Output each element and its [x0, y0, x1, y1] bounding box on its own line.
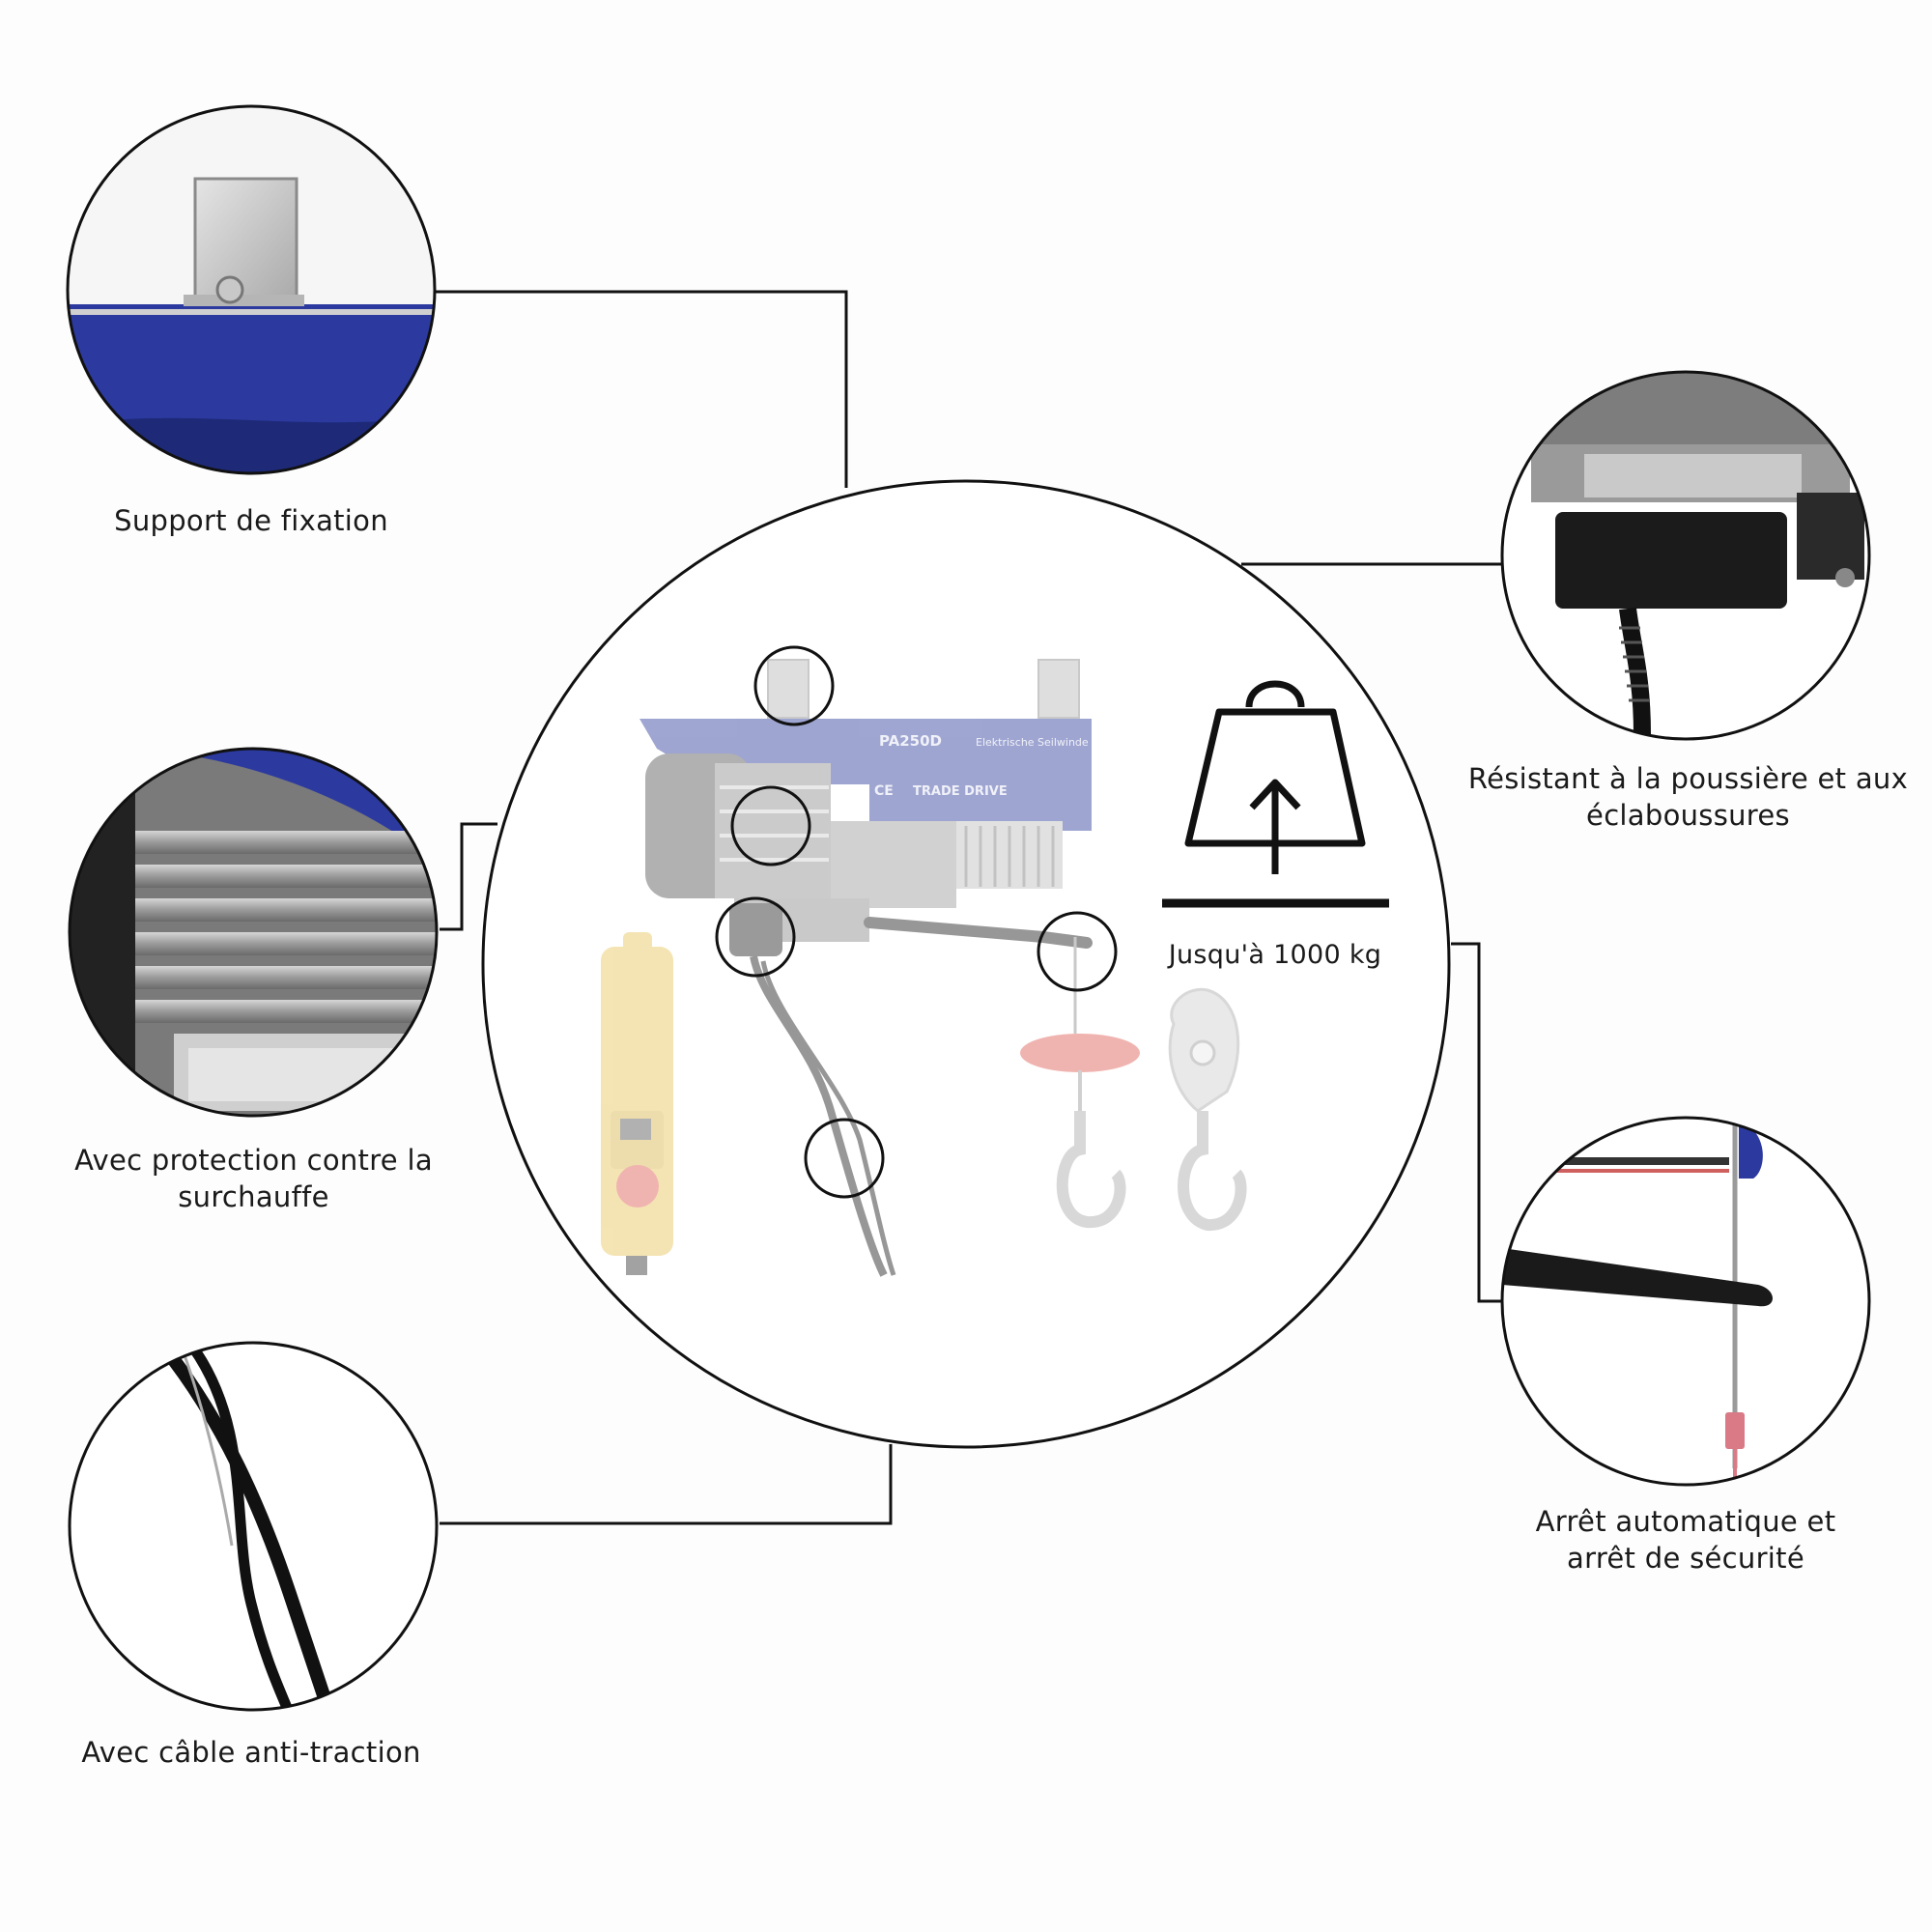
- label-mounting-text: Support de fixation: [114, 504, 388, 537]
- feature-dust-circle: [1500, 370, 1871, 741]
- label-cable: Avec câble anti-traction: [48, 1734, 454, 1771]
- main-circle: [481, 479, 1451, 1449]
- connector-overheat: [440, 822, 497, 931]
- feature-overheat-image: [70, 749, 437, 1116]
- highlight-markers: [715, 645, 1118, 1199]
- hoist-product-image: [601, 659, 1247, 1277]
- label-mounting: Support de fixation: [58, 502, 444, 539]
- feature-stop-circle: [1500, 1116, 1871, 1487]
- label-dust: Résistant à la poussière et aux éclabous…: [1449, 760, 1927, 834]
- feature-cable-image: [70, 1343, 437, 1710]
- connector-mounting: [435, 290, 848, 488]
- model-text: PA250D: [879, 732, 942, 750]
- connector-cable: [440, 1444, 893, 1525]
- feature-cable-circle: [68, 1341, 439, 1712]
- plate-title-text: Elektrische Seilwinde: [976, 736, 1089, 749]
- marker-overheat: [730, 785, 811, 867]
- feature-mounting-circle: [66, 104, 437, 475]
- connector-lines: [435, 290, 1503, 1525]
- marker-stop: [1037, 911, 1118, 992]
- feature-overheat-circle: [68, 747, 439, 1118]
- label-stop-line1: Arrêt automatique et: [1535, 1505, 1836, 1538]
- ce-mark-text: CE: [874, 783, 894, 799]
- capacity-label: Jusqu'à 1000 kg: [1130, 937, 1420, 974]
- capacity-label-text: Jusqu'à 1000 kg: [1168, 940, 1382, 970]
- feature-stop-image: [1502, 1118, 1869, 1485]
- label-dust-line1: Résistant à la poussière et aux: [1467, 762, 1909, 795]
- label-stop-line2: arrêt de sécurité: [1567, 1542, 1804, 1575]
- marker-cable: [804, 1118, 885, 1199]
- label-cable-text: Avec câble anti-traction: [81, 1736, 421, 1769]
- label-overheat-line1: Avec protection contre la: [74, 1144, 433, 1177]
- feature-mounting-image: [68, 106, 435, 473]
- weight-icon: [1162, 680, 1389, 908]
- connector-stop: [1451, 942, 1503, 1303]
- marker-mounting: [753, 645, 835, 726]
- label-overheat-line2: surchauffe: [178, 1180, 329, 1213]
- marker-dust: [715, 896, 796, 978]
- label-overheat: Avec protection contre la surchauffe: [39, 1142, 469, 1215]
- label-stop: Arrêt automatique et arrêt de sécurité: [1488, 1503, 1884, 1577]
- label-dust-line2: éclaboussures: [1586, 799, 1790, 832]
- brand-text: TRADE DRIVE: [913, 784, 1008, 799]
